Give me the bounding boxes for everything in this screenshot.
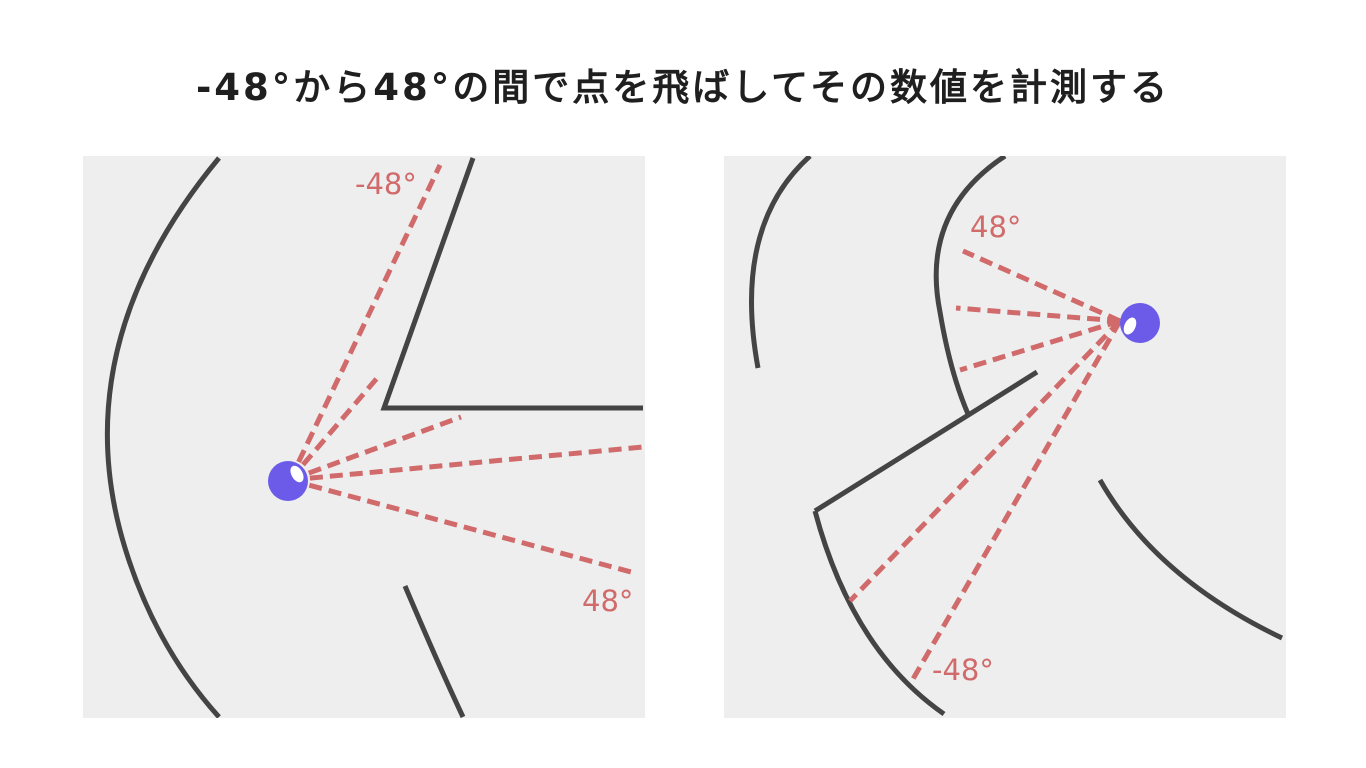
left-ray-0 xyxy=(289,414,462,483)
left-diagram-panel: -48° 48° xyxy=(83,156,645,718)
left-ray-minus-24 xyxy=(288,375,380,482)
left-ray-plus-48 xyxy=(289,477,632,575)
right-diagram-panel: 48° -48° xyxy=(724,156,1286,718)
right-robot-icon xyxy=(1120,303,1160,343)
right-corner-wall xyxy=(813,369,1039,514)
left-start-angle-label: -48° xyxy=(355,167,417,201)
right-bottom-right-arc xyxy=(1097,478,1284,641)
left-robot-icon xyxy=(268,461,308,501)
left-ray-minus-48 xyxy=(287,163,443,482)
right-end-angle-label: -48° xyxy=(932,653,994,687)
left-outer-wall-arc xyxy=(104,156,221,718)
right-ray-0 xyxy=(959,318,1121,373)
left-diagram: -48° 48° xyxy=(104,156,644,718)
right-diagram: 48° -48° xyxy=(749,156,1284,717)
left-corner-wall xyxy=(380,157,643,411)
right-ray-minus-24 xyxy=(848,319,1122,603)
page-title: -48°から48°の間で点を飛ばしてその数値を計測する xyxy=(195,66,1171,109)
left-end-angle-label: 48° xyxy=(582,584,633,618)
right-ray-minus-48 xyxy=(910,319,1123,681)
right-start-angle-label: 48° xyxy=(970,210,1021,244)
right-ray-plus-24 xyxy=(955,305,1121,324)
right-lower-arc xyxy=(812,510,946,717)
left-lower-wall-arc xyxy=(402,585,466,718)
right-ray-plus-48 xyxy=(961,248,1122,324)
right-small-arc xyxy=(749,156,812,369)
left-ray-plus-24 xyxy=(289,444,644,483)
right-inner-arc xyxy=(933,156,1007,415)
